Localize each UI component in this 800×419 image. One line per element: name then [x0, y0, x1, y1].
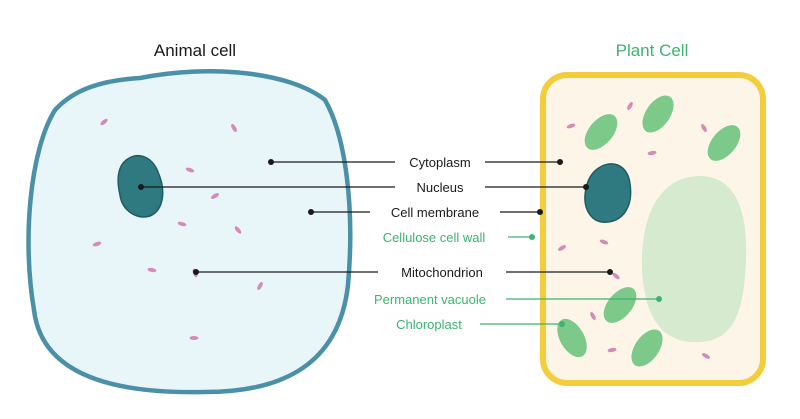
plant-cell — [540, 72, 766, 386]
mitochondrion-shape — [566, 123, 576, 129]
mitochondrion-shape — [557, 245, 567, 251]
cell-wall-dot — [529, 234, 535, 240]
nucleus-animal-dot — [138, 184, 144, 190]
mitochondrion-shape — [189, 336, 199, 340]
mitochondrion-shape — [92, 241, 102, 247]
chloroplast-shape — [603, 287, 637, 323]
mitochondrion-animal-dot — [193, 269, 199, 275]
label-mitochondrion: Mitochondrion — [401, 265, 483, 280]
mitochondrion-shape — [100, 118, 108, 126]
chloroplast-dot — [559, 321, 565, 327]
mitochondrion-shape — [210, 193, 220, 199]
mitochondrion-shape — [234, 226, 242, 234]
mitochondrion-shape — [599, 239, 609, 245]
mitochondrion-shape — [612, 272, 620, 280]
plant-vacuole — [641, 176, 747, 343]
mitochondrion-shape — [257, 281, 263, 291]
cytoplasm-plant-dot — [557, 159, 563, 165]
vacuole-dot — [656, 296, 662, 302]
labels: Cytoplasm Nucleus Cell membrane Cellulos… — [374, 155, 486, 332]
mitochondrion-shape — [607, 347, 617, 353]
mitochondrion-shape — [701, 353, 711, 359]
label-permanent-vacuole: Permanent vacuole — [374, 292, 486, 307]
membrane-plant-dot — [537, 209, 543, 215]
chloroplast-shape — [557, 318, 587, 358]
mitochondrion-shape — [177, 221, 187, 227]
chloroplast-shape — [707, 125, 741, 161]
label-chloroplast: Chloroplast — [396, 317, 462, 332]
nucleus-plant-dot — [583, 184, 589, 190]
plant-chloroplasts — [557, 95, 741, 367]
chloroplast-shape — [642, 95, 674, 133]
membrane-animal-dot — [308, 209, 314, 215]
label-cytoplasm: Cytoplasm — [409, 155, 470, 170]
label-nucleus: Nucleus — [417, 180, 464, 195]
label-cell-membrane: Cell membrane — [391, 205, 479, 220]
cytoplasm-animal-dot — [268, 159, 274, 165]
mitochondrion-shape — [701, 123, 707, 133]
leader-lines — [141, 161, 659, 325]
mitochondrion-shape — [231, 123, 237, 133]
animal-cell-membrane — [26, 69, 353, 395]
mitochondrion-shape — [590, 311, 596, 321]
animal-cell-title: Animal cell — [154, 41, 236, 60]
plant-mitochondria — [557, 101, 711, 359]
mitochondrion-shape — [185, 167, 195, 173]
mitochondrion-shape — [647, 150, 657, 156]
chloroplast-shape — [584, 114, 618, 150]
mitochondrion-shape — [147, 267, 157, 273]
mitochondrion-plant-dot — [607, 269, 613, 275]
chloroplast-shape — [631, 329, 663, 367]
label-cellulose-cell-wall: Cellulose cell wall — [383, 230, 486, 245]
plant-cell-title: Plant Cell — [616, 41, 689, 60]
leader-dots — [138, 159, 662, 327]
mitochondrion-shape — [627, 101, 633, 111]
animal-cell — [26, 69, 353, 395]
